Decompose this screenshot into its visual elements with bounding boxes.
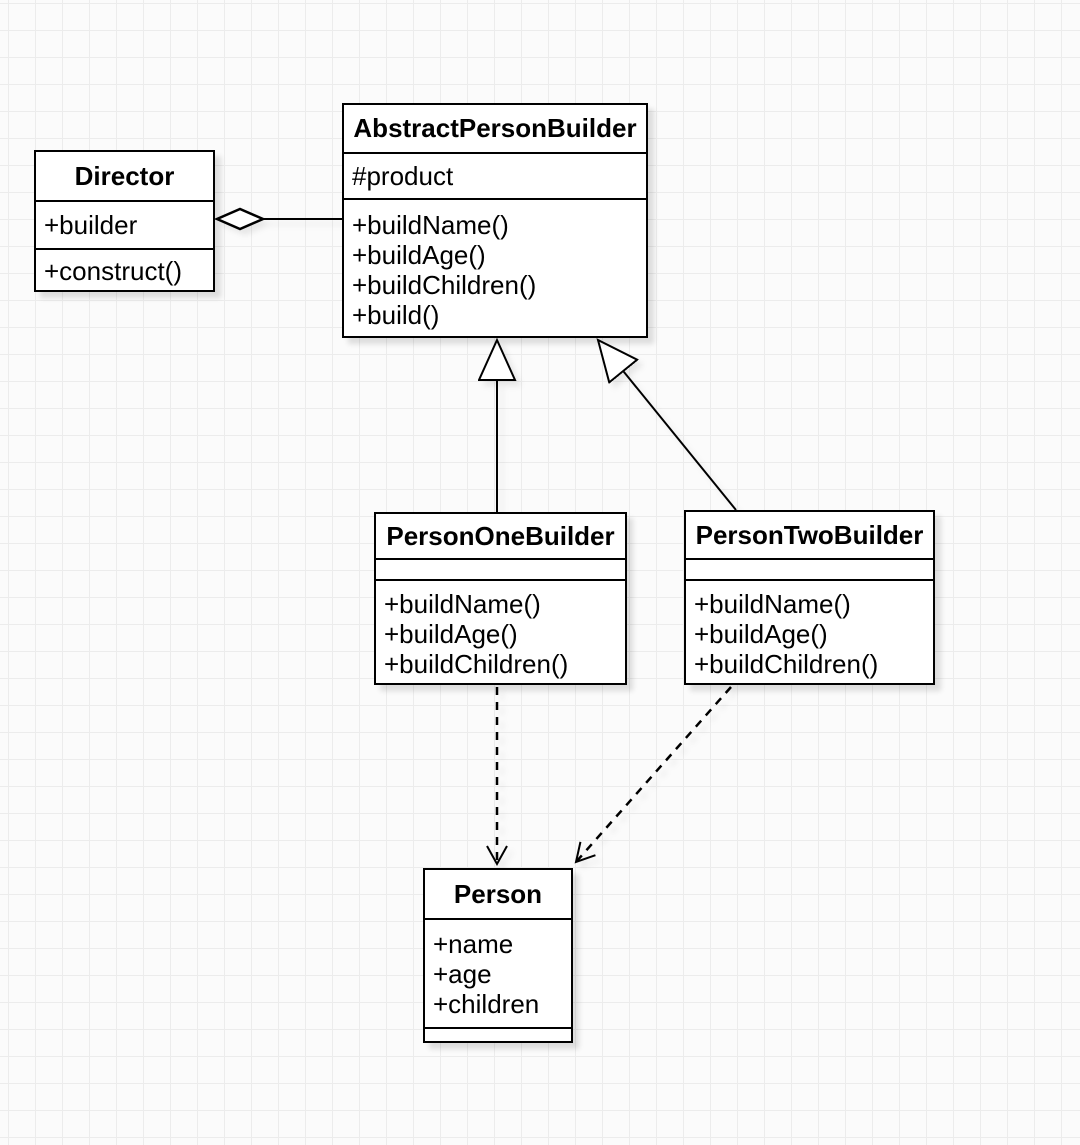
attribute-item: +name <box>433 929 514 959</box>
class-box-person-one-builder[interactable]: PersonOneBuilder +buildName() +buildAge(… <box>374 512 627 685</box>
edge-dependency-persontwobuilder-person[interactable] <box>574 686 732 864</box>
method-item: +buildName() <box>384 589 541 619</box>
attribute-item: +builder <box>44 210 138 240</box>
methods-compartment-abstract-person-builder: +buildName() +buildAge() +buildChildren(… <box>344 198 646 336</box>
attributes-compartment-person-two-builder <box>686 558 933 579</box>
method-item: +buildChildren() <box>352 270 537 300</box>
method-item: +buildChildren() <box>694 649 879 679</box>
class-box-person-two-builder[interactable]: PersonTwoBuilder +buildName() +buildAge(… <box>684 510 935 685</box>
class-title-person-one-builder: PersonOneBuilder <box>386 520 615 551</box>
class-box-director[interactable]: Director +builder +construct() <box>34 150 215 292</box>
methods-compartment-director: +construct() <box>36 248 213 290</box>
class-box-person[interactable]: Person +name +age +children <box>423 868 573 1043</box>
class-title-person-two-builder: PersonTwoBuilder <box>695 519 924 550</box>
method-item: +buildChildren() <box>384 649 569 679</box>
attributes-compartment-person: +name +age +children <box>425 918 571 1027</box>
attribute-item: +age <box>433 959 492 989</box>
method-item: +buildName() <box>352 210 509 240</box>
attributes-compartment-abstract-person-builder: #product <box>344 152 646 198</box>
method-item: +buildName() <box>694 589 851 619</box>
method-item: +buildAge() <box>352 240 486 270</box>
method-item: +buildAge() <box>384 619 518 649</box>
method-item: +buildAge() <box>694 619 828 649</box>
attribute-item: +children <box>433 989 540 1019</box>
class-title-director: Director <box>74 160 175 191</box>
methods-compartment-person <box>425 1027 571 1041</box>
attribute-item: #product <box>352 161 454 191</box>
methods-compartment-person-one-builder: +buildName() +buildAge() +buildChildren(… <box>376 579 625 683</box>
class-title-person: Person <box>453 878 543 909</box>
method-item: +construct() <box>44 256 182 286</box>
attributes-compartment-person-one-builder <box>376 558 625 579</box>
methods-compartment-person-two-builder: +buildName() +buildAge() +buildChildren(… <box>686 579 933 683</box>
method-item: +build() <box>352 300 440 330</box>
attributes-compartment-director: +builder <box>36 200 213 248</box>
edge-generalization-persontwobuilder-abstractpersonbuilder[interactable] <box>598 340 737 511</box>
class-title-abstract-person-builder: AbstractPersonBuilder <box>353 113 637 143</box>
class-box-abstract-person-builder[interactable]: AbstractPersonBuilder #product +buildNam… <box>342 103 648 338</box>
